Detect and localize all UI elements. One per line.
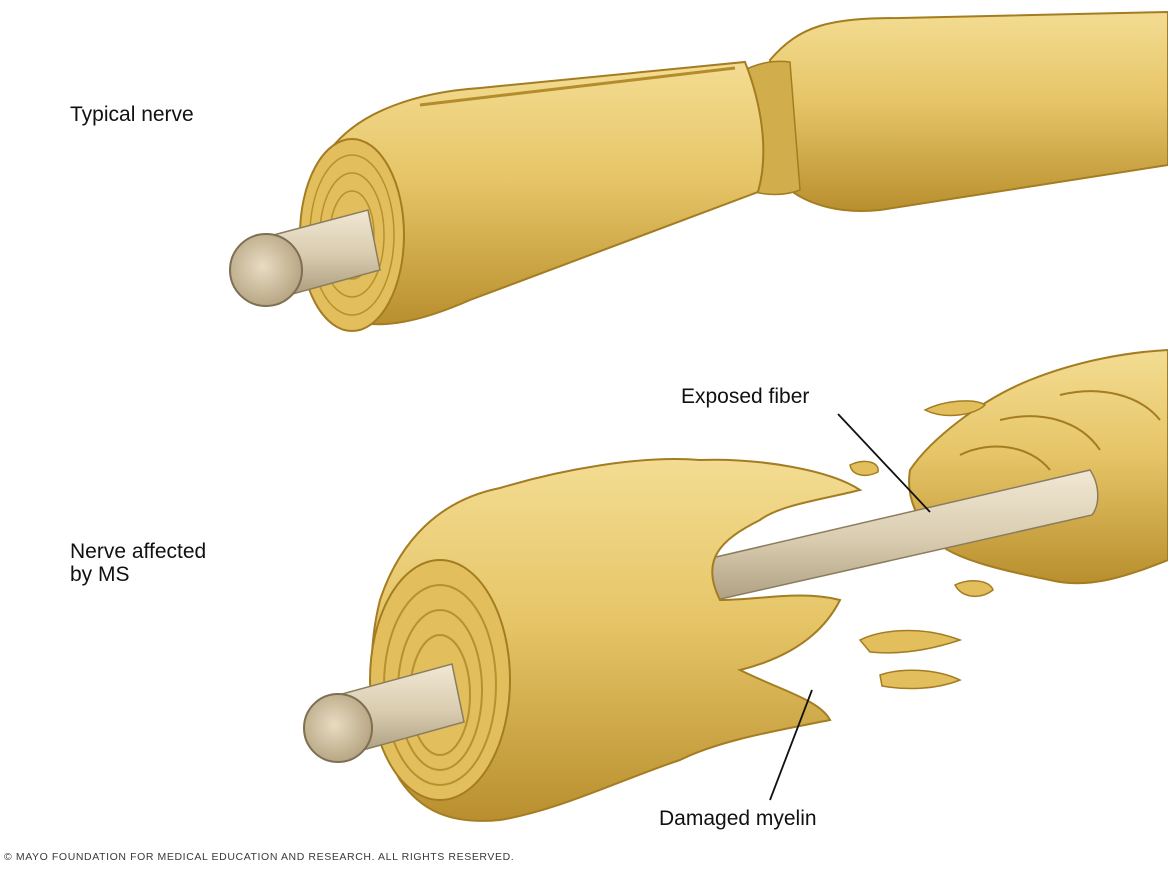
ms-nerve-drawing: [304, 350, 1168, 821]
torn-flap: [880, 670, 960, 688]
torn-flap: [860, 631, 960, 653]
myelin-fragment: [955, 581, 993, 596]
axon-end: [230, 234, 302, 306]
axon-end: [304, 694, 372, 762]
damaged-myelin-label: Damaged myelin: [659, 808, 817, 831]
ms-nerve-label: Nerve affected by MS: [70, 541, 206, 586]
exposed-fiber-label: Exposed fiber: [681, 386, 809, 409]
myelin-fragment: [850, 461, 878, 475]
copyright-credit: © MAYO FOUNDATION FOR MEDICAL EDUCATION …: [4, 851, 514, 863]
typical-nerve-label: Typical nerve: [70, 104, 194, 127]
typical-nerve-drawing: [230, 12, 1168, 331]
myelin-segment-far: [770, 12, 1168, 211]
